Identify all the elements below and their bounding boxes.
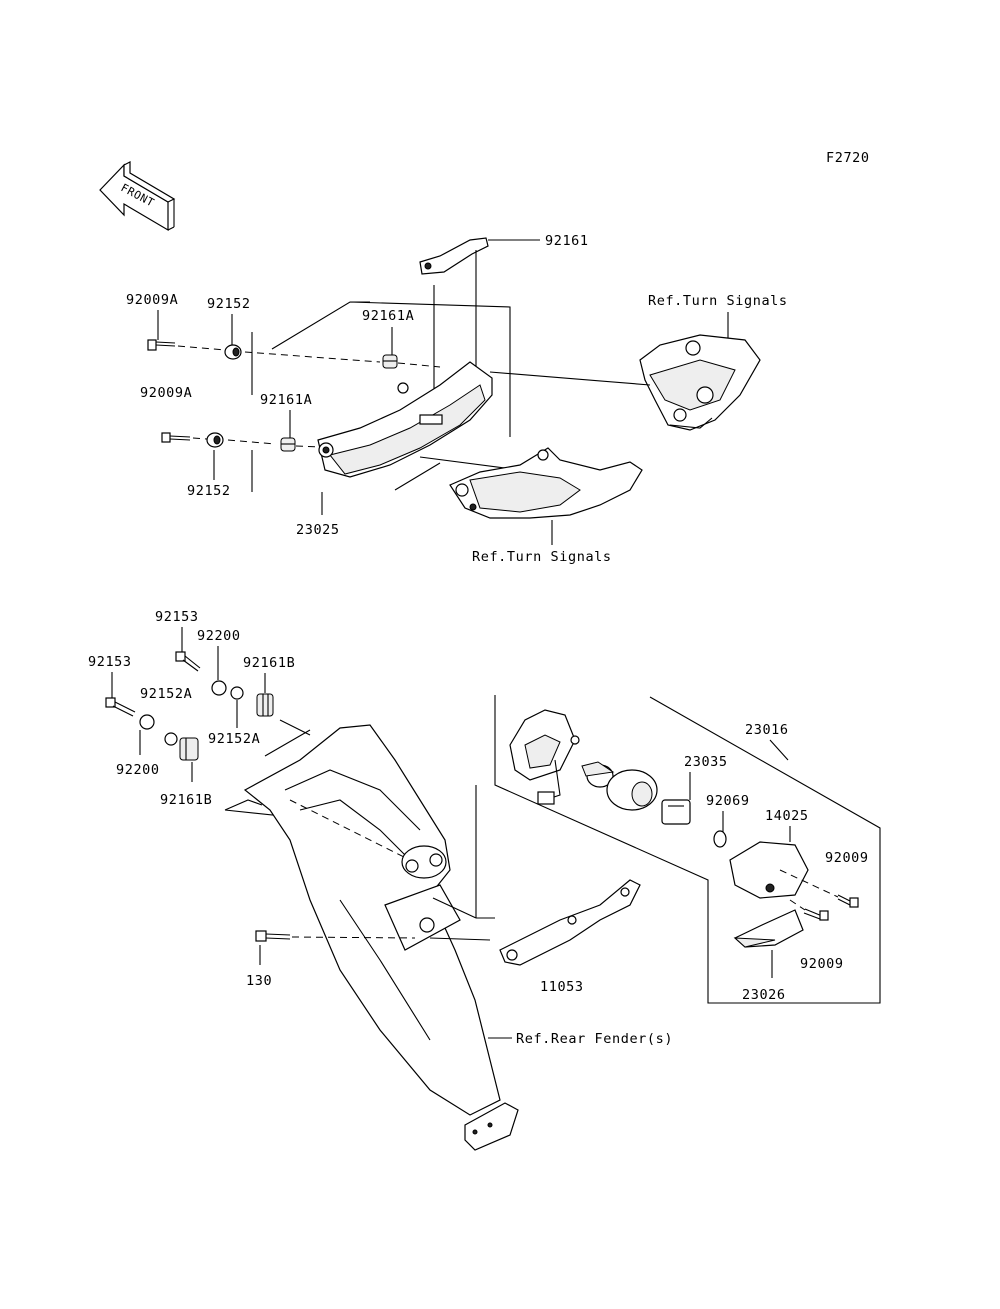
lens-cover-14025 [729,841,809,899]
turn-signal-left-assembly [449,447,643,519]
label-ref-rear-fender: Ref.Rear Fender(s) [516,1031,673,1047]
washer-92200-1 [211,680,227,696]
label-23035: 23035 [684,754,728,770]
bolt-130 [255,930,291,942]
grommet-92161a-2 [280,437,296,452]
label-92200-1: 92200 [197,628,241,644]
front-arrow-icon: FRONT [99,161,176,232]
bulb-holder-23035 [661,799,691,825]
grommet-92161b-1 [256,693,274,717]
label-92153-2: 92153 [88,654,132,670]
label-92161b-2: 92161B [160,792,212,808]
collar-92152-1 [224,344,242,360]
collar-92152-2 [206,432,224,448]
socket-holder [606,769,658,811]
license-bracket-11053 [499,879,641,966]
bolt-92009a-1 [147,339,176,351]
label-92200-2: 92200 [116,762,160,778]
collar-92152a-1 [230,686,244,700]
label-ref-turn-signals-2: Ref.Turn Signals [472,549,612,565]
bulb-92069 [713,830,727,848]
figure-code: F2720 [826,150,870,166]
screw-92009-1 [837,894,859,908]
grommet-92161a-1 [382,354,398,369]
license-light-housing [509,709,580,805]
label-92161b-1: 92161B [243,655,295,671]
part-92161-bracket [419,237,489,275]
label-92009-2: 92009 [800,956,844,972]
label-ref-turn-signals-1: Ref.Turn Signals [648,293,788,309]
label-92069: 92069 [706,793,750,809]
collar-92152a-2 [164,732,178,746]
bolt-92153-2 [105,697,136,717]
label-92152a-1: 92152A [140,686,192,702]
bolt-92009a-2 [161,432,191,443]
label-92009a-2: 92009A [140,385,192,401]
washer-92200-2 [139,714,155,730]
label-92153-1: 92153 [155,609,199,625]
label-92009a-1: 92009A [126,292,178,308]
label-14025: 14025 [765,808,809,824]
screw-92009-2 [803,908,829,921]
grommet-92161b-2 [179,737,199,761]
label-11053: 11053 [540,979,584,995]
tail-light-23025 [317,361,493,478]
turn-signal-right-assembly [639,334,761,431]
label-92161a-1: 92161A [362,308,414,324]
label-23026: 23026 [742,987,786,1003]
label-130: 130 [246,973,272,989]
label-92152a-2: 92152A [208,731,260,747]
label-92161: 92161 [545,233,589,249]
label-92152-2: 92152 [187,483,231,499]
label-23016: 23016 [745,722,789,738]
label-92009-1: 92009 [825,850,869,866]
label-92152-1: 92152 [207,296,251,312]
bolt-92153-1 [175,651,201,672]
label-23025: 23025 [296,522,340,538]
bulb-socket [581,761,615,788]
bracket-23026 [733,909,804,948]
label-92161a-2: 92161A [260,392,312,408]
